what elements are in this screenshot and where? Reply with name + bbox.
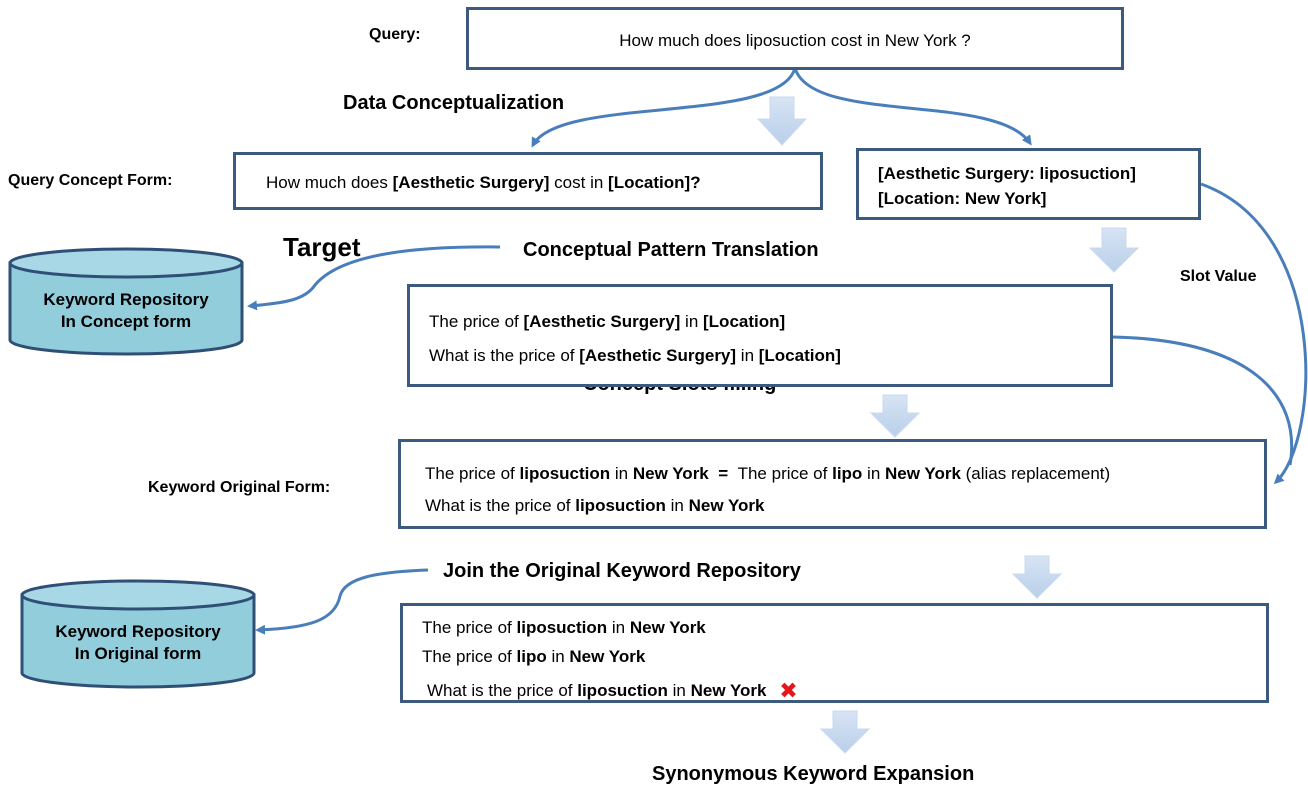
slot-value-label: Slot Value [1180,268,1257,285]
concept-repository: Keyword Repository In Concept form [43,290,209,331]
database-icon [8,247,244,356]
keyword-original-form-label: Keyword Original Form: [148,479,331,496]
concept-form-text: How much does [Aesthetic Surgery] cost i… [266,173,701,192]
step-join-original-repository: Join the Original Keyword Repository [443,560,801,582]
connector-join-to-original-repo [255,568,429,635]
result-line: The price of liposuction in New York [422,618,706,637]
down-arrow-icon [756,96,808,146]
connector-target-to-concept-repo [247,245,501,311]
reject-cross-icon: ✖ [779,678,798,703]
connector-query-to-concept-form [531,67,797,148]
result-line: What is the price of liposuction in New … [427,678,798,703]
down-arrow-icon [869,394,921,438]
slot-aesthetic-surgery: [Aesthetic Surgery: liposuction] [878,164,1136,183]
result-line: The price of lipo in New York [422,647,646,666]
filled-box: The price of liposuction in New York = T… [398,439,1267,529]
database-icon [20,579,256,689]
translation-line: The price of [Aesthetic Surgery] in [Loc… [429,312,786,331]
step-synonymous-keyword-expansion: Synonymous Keyword Expansion [652,763,975,785]
down-arrow-icon [819,710,871,754]
slot-location: [Location: New York] [878,189,1047,208]
original-repository: Keyword Repository In Original form [55,622,221,663]
down-arrow-icon [1088,227,1140,273]
connector-translation-to-filled [1112,335,1294,466]
translation-box: The price of [Aesthetic Surgery] in [Loc… [407,284,1113,387]
slots-box: [Aesthetic Surgery: liposuction] [Locati… [856,148,1201,220]
step-conceptual-pattern-translation: Conceptual Pattern Translation [523,239,819,261]
query-label: Query: [369,26,421,43]
filled-line: The price of liposuction in New York = T… [425,464,1111,483]
translation-line: What is the price of [Aesthetic Surgery]… [429,346,841,365]
filled-line: What is the price of liposuction in New … [425,496,765,515]
query-box: How much does liposuction cost in New Yo… [466,7,1124,70]
step-data-conceptualization: Data Conceptualization [343,92,565,114]
connector-query-to-slots [793,67,1032,146]
query-text: How much does liposuction cost in New Yo… [619,31,971,50]
down-arrow-icon [1011,555,1063,599]
query-concept-form-label: Query Concept Form: [8,172,173,189]
target-label: Target [283,232,361,262]
result-box: The price of liposuction in New York The… [400,603,1269,703]
concept-form-box: How much does [Aesthetic Surgery] cost i… [233,152,823,210]
